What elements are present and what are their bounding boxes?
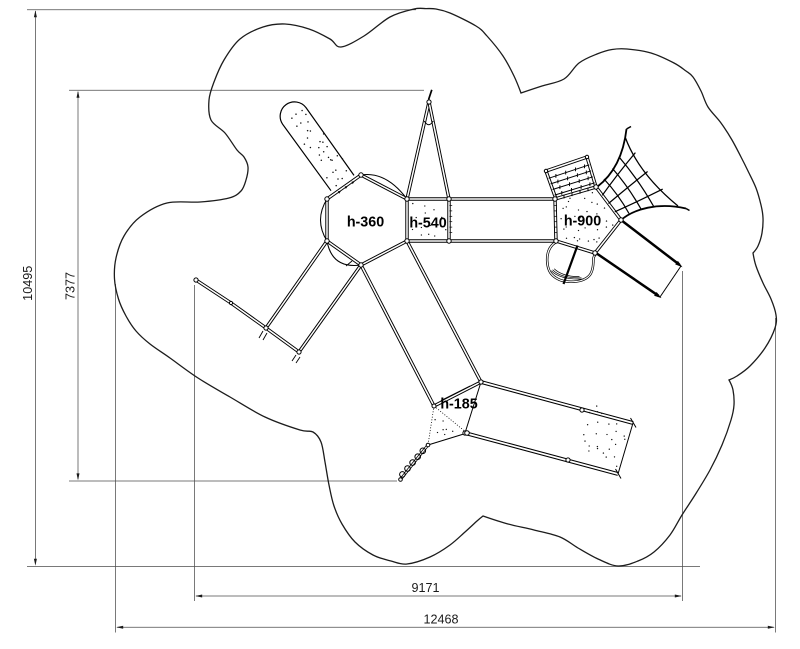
svg-text:h-900: h-900 [564,214,601,230]
svg-text:h-185: h-185 [440,397,477,413]
svg-text:7377: 7377 [64,272,78,300]
svg-text:h-360: h-360 [347,215,384,231]
svg-text:h-540: h-540 [409,216,446,232]
svg-text:10495: 10495 [21,266,35,301]
svg-text:12468: 12468 [423,613,458,627]
svg-text:9171: 9171 [411,581,439,595]
